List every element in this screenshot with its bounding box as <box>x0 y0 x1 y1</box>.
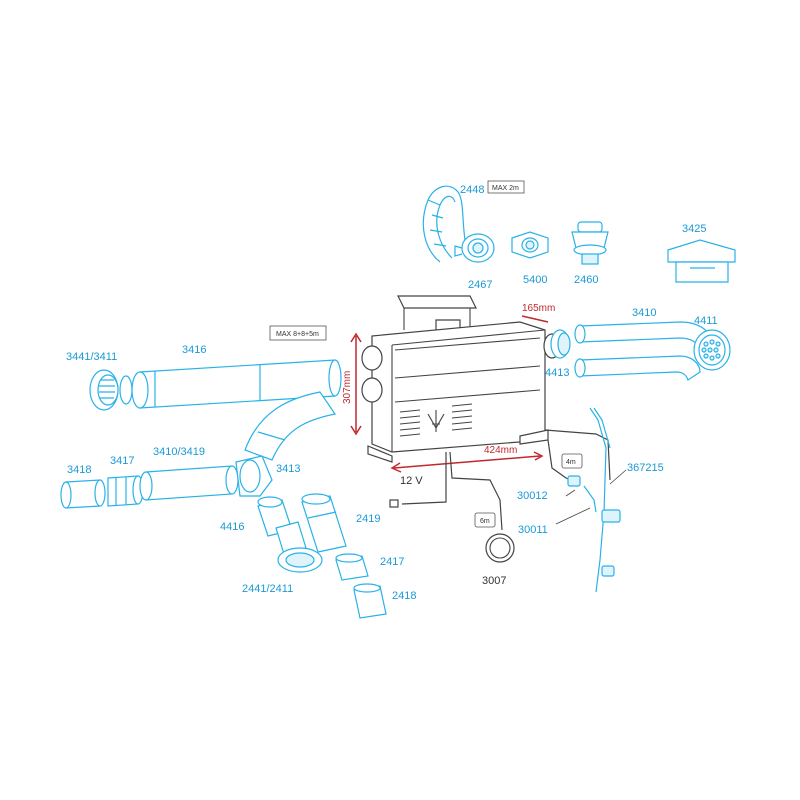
m6-box <box>474 512 496 528</box>
vent-2441-2411 <box>275 521 323 573</box>
fuel-filter <box>601 509 621 577</box>
duct-3410-pair <box>574 321 713 381</box>
m4-box <box>561 453 583 469</box>
label-3425: 3425 <box>682 223 706 235</box>
label-5400: 5400 <box>523 274 547 286</box>
vent-4411 <box>693 329 731 371</box>
label-30011: 30011 <box>518 524 548 536</box>
label-2467: 2467 <box>468 279 492 291</box>
outlet-2460 <box>571 221 609 265</box>
adapter-4413 <box>550 329 571 359</box>
control-panel-3007 <box>485 533 515 563</box>
label-2441-2411: 2441/2411 <box>242 583 293 595</box>
dimension-height: 307mm <box>342 332 362 436</box>
vent-2467 <box>454 233 495 263</box>
label-3441-3411: 3441/3411 <box>66 351 117 363</box>
label-max-2m: MAX 2m <box>492 185 519 192</box>
label-3417: 3417 <box>110 455 134 467</box>
reducer-2417 <box>335 553 369 581</box>
label-12v: 12 V <box>400 475 423 487</box>
label-3416: 3416 <box>182 344 206 356</box>
dimension-depth: 165mm <box>521 303 555 323</box>
coupler-2418 <box>353 583 387 619</box>
label-max-8-8-5m: MAX 8+8+5m <box>276 331 319 338</box>
y-piece-3413 <box>235 455 273 497</box>
dimension-height-label: 307mm <box>342 371 353 404</box>
duct-3410-3419 <box>139 465 239 501</box>
max-8-8-5m-box <box>269 325 327 341</box>
duct-bend <box>244 391 337 461</box>
label-30012: 30012 <box>517 490 548 502</box>
label-4416: 4416 <box>220 521 244 533</box>
label-367215: 367215 <box>627 462 664 474</box>
reducer-3417 <box>107 475 144 507</box>
label-3418: 3418 <box>67 464 91 476</box>
label-2448: 2448 <box>460 184 484 196</box>
label-4413: 4413 <box>545 367 569 379</box>
label-4m: 4m <box>566 459 576 466</box>
dimension-depth-label: 165mm <box>522 303 555 314</box>
coupler-3418 <box>60 479 106 509</box>
outlet-5400 <box>511 231 549 259</box>
heater-unit <box>361 295 561 463</box>
max-2m-box <box>487 180 525 194</box>
label-3007: 3007 <box>482 575 506 587</box>
dimension-width: 424mm <box>390 445 544 473</box>
label-4411: 4411 <box>694 315 718 327</box>
fuel-line <box>544 407 611 593</box>
duct-3416 <box>131 359 342 409</box>
cap-3425 <box>667 239 736 283</box>
coupler-2419 <box>301 493 347 553</box>
label-6m: 6m <box>480 518 490 525</box>
label-3413: 3413 <box>276 463 300 475</box>
hose-2448 <box>422 185 466 263</box>
vent-3441-3411 <box>89 369 133 411</box>
label-2417: 2417 <box>380 556 404 568</box>
label-2460: 2460 <box>574 274 598 286</box>
power-cable <box>389 451 503 531</box>
dimension-width-label: 424mm <box>484 445 517 456</box>
label-2418: 2418 <box>392 590 416 602</box>
label-3410-top: 3410 <box>632 307 656 319</box>
label-3410-3419: 3410/3419 <box>153 446 205 458</box>
fuel-pump <box>567 475 597 513</box>
label-2419: 2419 <box>356 513 380 525</box>
